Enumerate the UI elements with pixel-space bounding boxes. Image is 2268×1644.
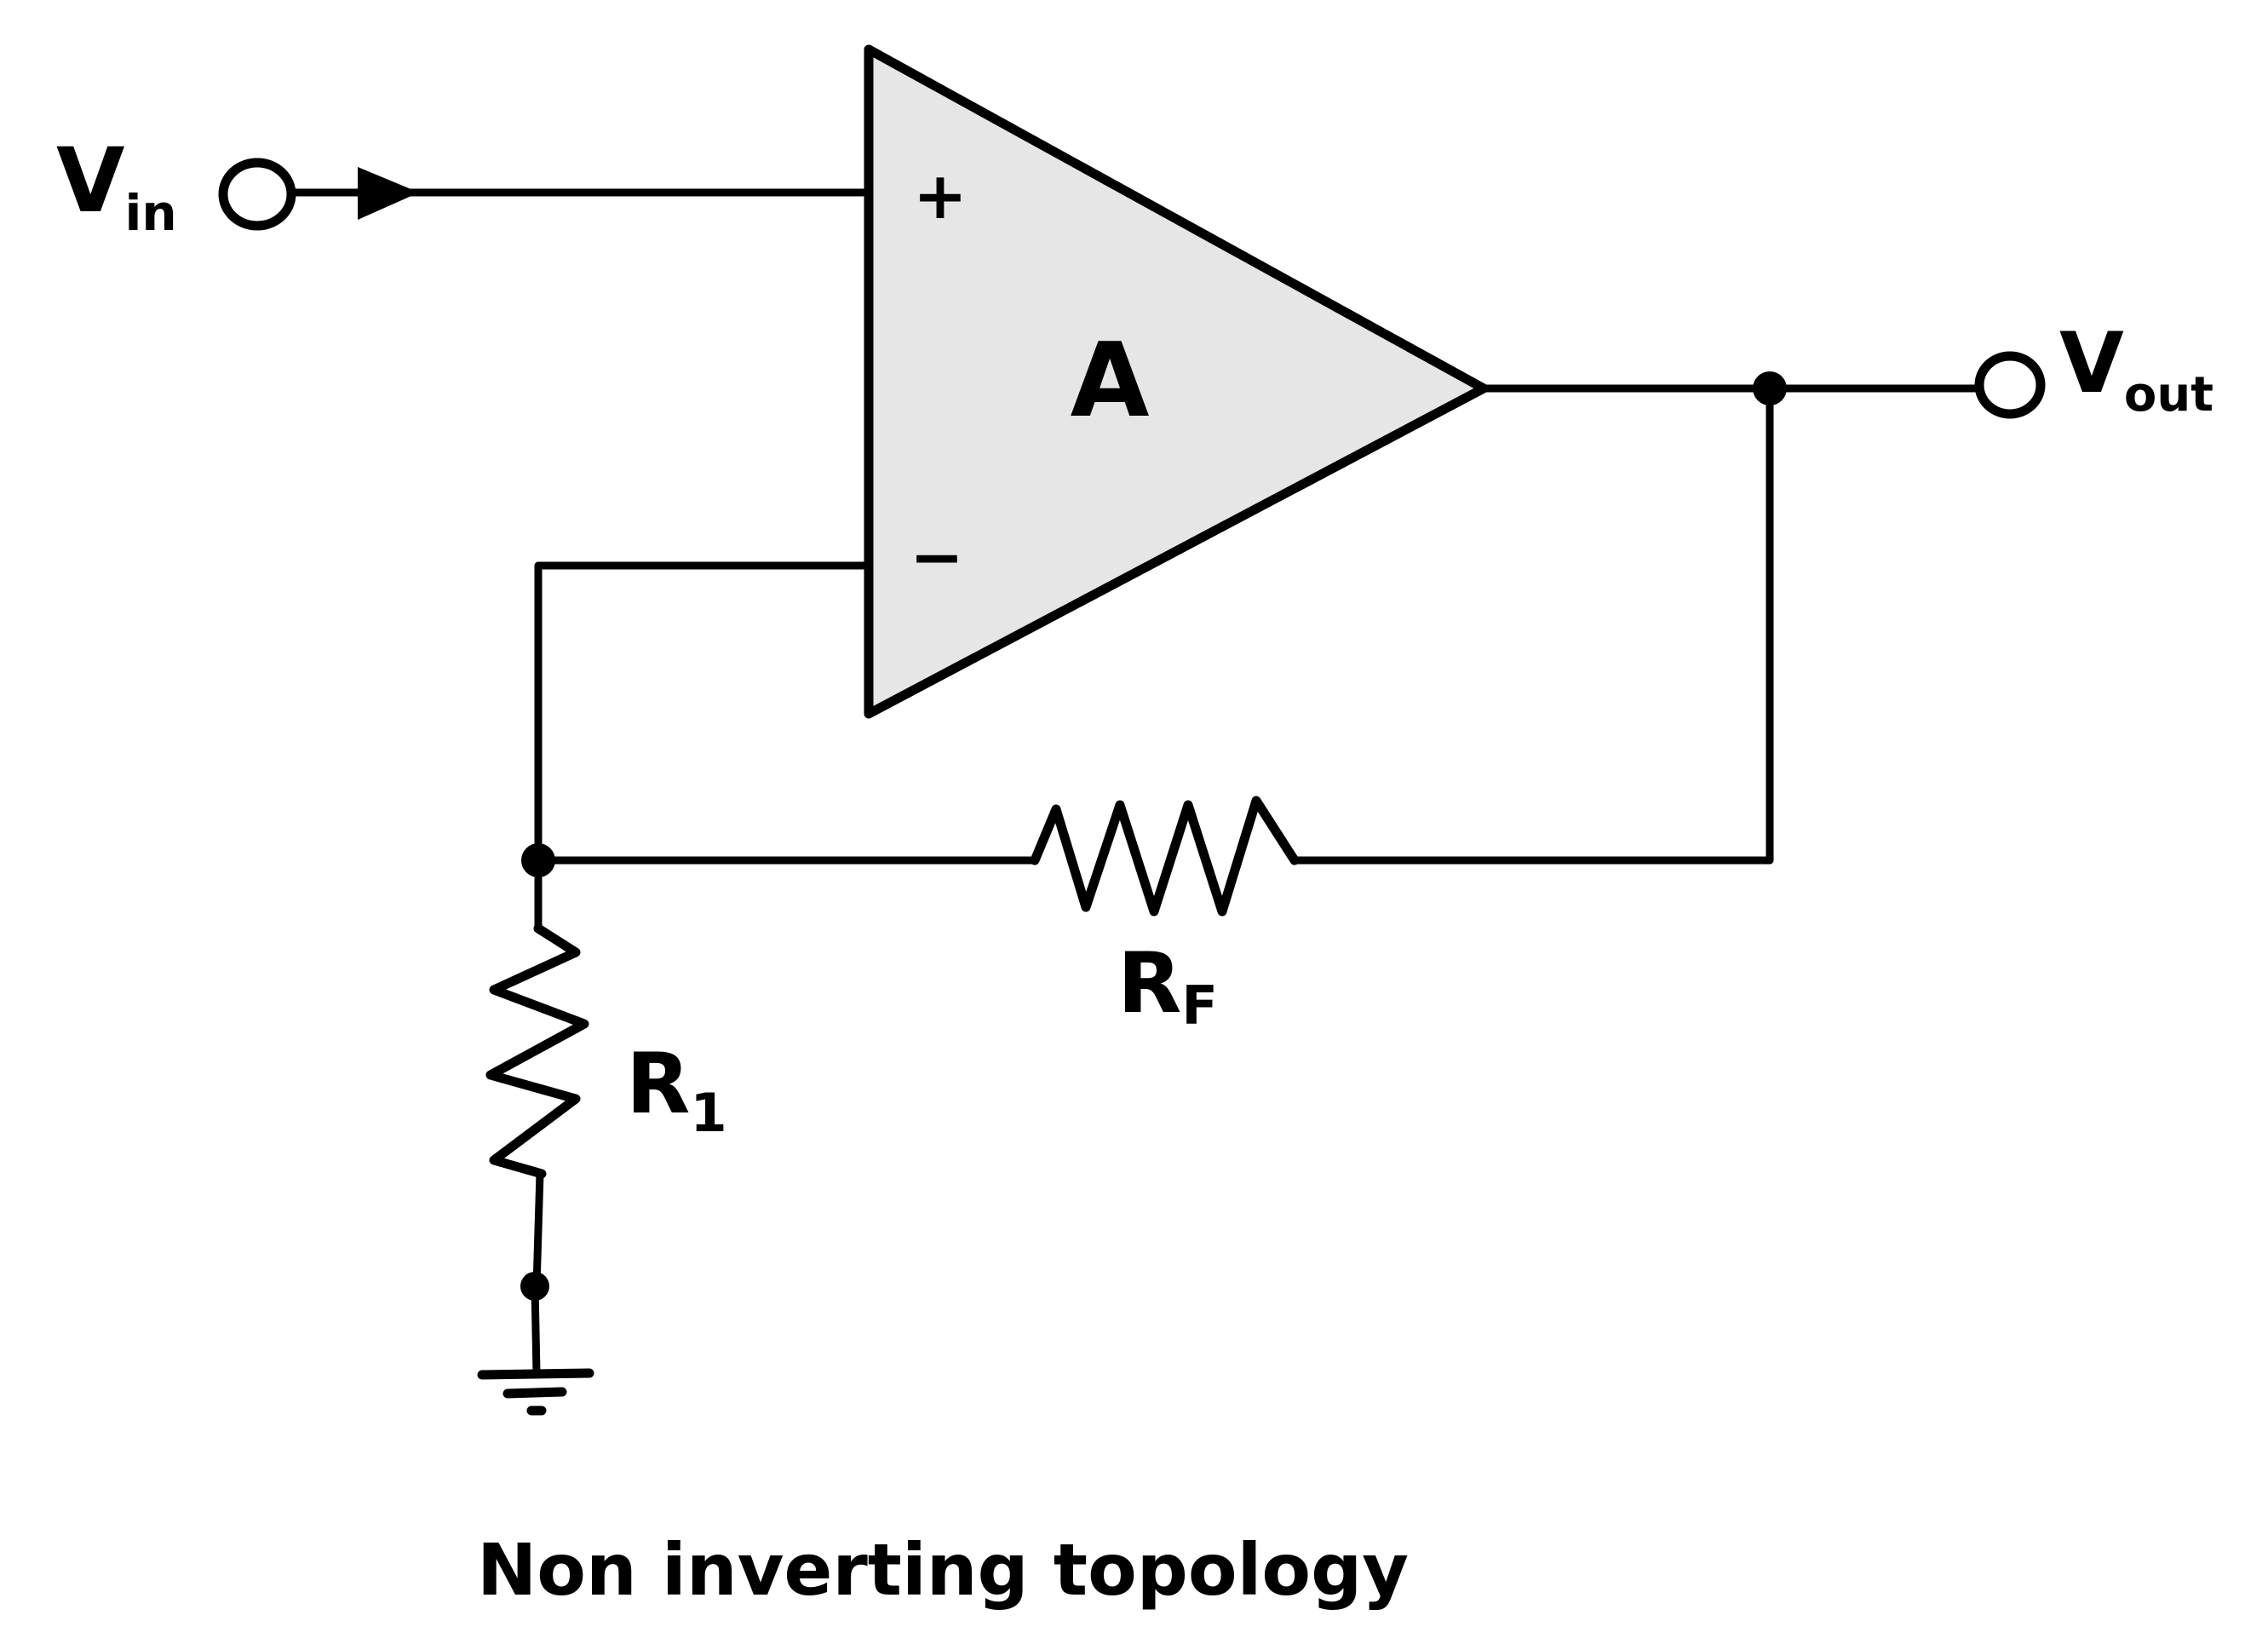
inverting-sign: − [910, 519, 964, 595]
feedback-resistor-rf [1030, 796, 1300, 917]
gain-label: A [1071, 322, 1150, 440]
ground-resistor-r1 [485, 923, 589, 1179]
input-label: Vin [56, 129, 177, 242]
output-terminal [1974, 351, 2046, 419]
ground-symbol-bar-2 [502, 1387, 567, 1399]
r1-lead-bottom [532, 1170, 544, 1290]
rf-label: RF [1117, 935, 1218, 1037]
op-amp-triangle [864, 44, 1489, 719]
output-label: Vout [2059, 315, 2213, 422]
noninverting-sign: + [913, 158, 967, 233]
ground-symbol-bar-1 [477, 1368, 594, 1380]
input-terminal [218, 158, 296, 231]
input-arrow [358, 167, 419, 220]
caption: Non inverting topology [477, 1528, 1409, 1612]
ground-lead [531, 1282, 541, 1377]
r1-label: R1 [626, 1036, 727, 1144]
